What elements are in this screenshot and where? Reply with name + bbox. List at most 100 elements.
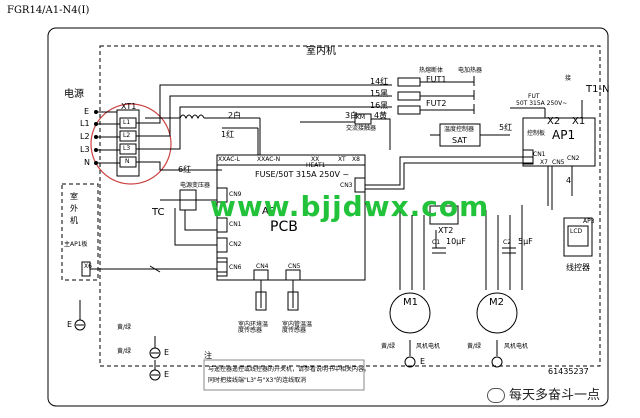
ground-e-3: E xyxy=(164,370,170,379)
wire-15: 15黑 xyxy=(370,89,389,98)
cn6-label: CN6 xyxy=(229,264,242,271)
x7-label: X7 xyxy=(540,159,548,166)
gy-label-1: 黄/绿 xyxy=(117,324,132,331)
c1-value: 10μF xyxy=(446,237,466,246)
ap3-label: AP3 xyxy=(583,218,595,225)
terminal-n: N xyxy=(84,158,90,167)
wire-3: 3白 xyxy=(345,111,359,120)
fuse-text: FUSE/50T 315A 250V ~ xyxy=(255,170,350,179)
outdoor-label-1: 室 xyxy=(70,192,78,201)
c2-label: C2 xyxy=(503,239,512,246)
fut2-label: FUT2 xyxy=(426,99,447,108)
social-badge: 每天多奋斗一点 xyxy=(487,384,600,403)
gy-label-3: 黄/绿 xyxy=(381,343,396,350)
ground-e-4: E xyxy=(420,357,426,366)
pcb-pin-3: XX xyxy=(311,156,320,163)
xt1-term-l1: L1 xyxy=(123,119,131,126)
terminal-l1: L1 xyxy=(80,119,90,128)
xt1-label: XT1 xyxy=(121,102,137,111)
sensor-pipe-label: 室内管温温度传感器 xyxy=(282,321,313,334)
outer-frame xyxy=(47,27,609,407)
gy-label-2: 黄/绿 xyxy=(117,348,132,355)
outdoor-unit-frame xyxy=(61,183,99,281)
pcb-pin-5: X8 xyxy=(352,156,360,163)
wire-controller-box xyxy=(563,217,593,257)
indoor-unit-label: 室内机 xyxy=(306,46,336,57)
km-label: KM xyxy=(356,114,366,121)
m2-label: M2 xyxy=(489,297,504,308)
wire-2: 2白 xyxy=(228,111,242,120)
wire-6: 6红 xyxy=(178,165,192,174)
terminal-e: E xyxy=(84,107,90,116)
xt1-term-l3: L3 xyxy=(123,145,131,152)
x1-label: X1 xyxy=(572,116,586,127)
watermark: www.bjjdwx.com xyxy=(210,190,490,223)
x2-label: X2 xyxy=(547,116,561,127)
ground-e-1: E xyxy=(67,320,73,329)
lcd-label: LCD xyxy=(570,228,583,235)
fan-motor-2: 风机电机 xyxy=(504,343,529,350)
pcb-pin-4: XT xyxy=(338,156,346,163)
cn9-label: CN9 xyxy=(229,191,242,198)
transformer-label: 电源变压器 xyxy=(180,182,211,189)
tc-label: TC xyxy=(152,207,165,218)
jie-label: 接 xyxy=(565,75,572,82)
cn2-label: CN2 xyxy=(229,241,242,248)
wechat-icon xyxy=(487,388,505,403)
wire-16: 16黑 xyxy=(370,101,389,110)
model-id: FGR14/A1-N4(I) xyxy=(7,5,90,16)
cn2-right: CN2 xyxy=(567,155,580,162)
motor-m2 xyxy=(476,292,518,334)
heater-fuse-label: 热熔断体 xyxy=(419,67,444,74)
ap1-desc: 控制板 xyxy=(527,130,546,137)
x6-label: X6 xyxy=(84,263,92,270)
fut-right-spec: 50T 315A 250V~ xyxy=(516,100,568,107)
pcb-pin-2: XXAC-N xyxy=(257,156,281,163)
wire-4: 4黄 xyxy=(374,111,388,120)
c2-value: 5μF xyxy=(518,237,533,246)
fan-motor-1: 风机电机 xyxy=(416,343,441,350)
fut-right-label: FUT xyxy=(528,93,540,100)
wire-4b: 4 xyxy=(566,176,572,185)
note-line-1: 与遥控器遥控或线控器的开关机，请参看说明书中相关内容。 xyxy=(208,366,371,373)
power-label: 电源 xyxy=(64,89,84,100)
sat-label: SAT xyxy=(452,136,467,145)
xt1-term-l2: L2 xyxy=(123,132,131,139)
ap1-board xyxy=(522,117,596,167)
xt2-label: XT2 xyxy=(438,226,454,235)
cn1-right: CN1 xyxy=(533,151,546,158)
c1-label: C1 xyxy=(432,239,441,246)
wire-controller-label: 线控器 xyxy=(566,263,590,272)
note-box xyxy=(203,359,365,391)
gy-label-4: 黄/绿 xyxy=(467,343,482,350)
m1-label: M1 xyxy=(403,297,418,308)
motor-m1 xyxy=(389,292,431,334)
fut1-label: FUT1 xyxy=(426,75,447,84)
x5-label: CN5 xyxy=(552,159,565,166)
outdoor-label-2: 外 xyxy=(70,204,78,213)
outdoor-label-3: 机 xyxy=(70,216,78,225)
wire-5: 5红 xyxy=(499,123,513,132)
xt1-term-n: N xyxy=(125,158,130,165)
cn4-label: CN4 xyxy=(256,263,269,270)
wire-14: 14红 xyxy=(370,77,389,86)
cn1-label: CN1 xyxy=(229,221,242,228)
ground-e-2: E xyxy=(164,348,170,357)
pcb-pin-1: XXAC-L xyxy=(218,156,240,163)
xt1-block xyxy=(116,109,140,177)
indoor-unit-frame xyxy=(99,45,601,367)
note-line-2: 同时把接线端"L3"与"X3"的连线取消 xyxy=(208,377,307,384)
sensor-room-label: 室内环境温度传感器 xyxy=(238,321,269,334)
pcb-ap-label: AP xyxy=(262,206,275,217)
ap1-label: AP1 xyxy=(552,128,576,142)
heater-label: 电加热器 xyxy=(458,67,483,74)
wire-1: 1红 xyxy=(221,130,235,139)
power-highlight-circle xyxy=(90,103,172,185)
terminal-l2: L2 xyxy=(80,132,90,141)
cn3-label: CN3 xyxy=(340,182,353,189)
terminal-l3: L3 xyxy=(80,145,90,154)
social-label: 每天多奋斗一点 xyxy=(509,388,601,403)
outdoor-ap1-label: 主AP1板 xyxy=(64,241,88,248)
